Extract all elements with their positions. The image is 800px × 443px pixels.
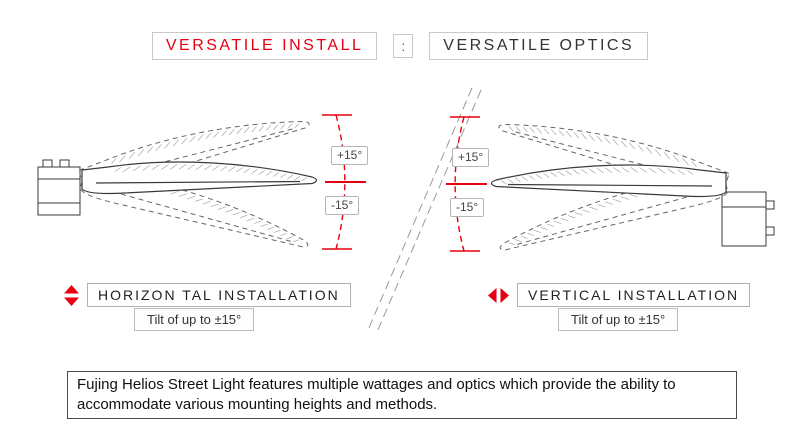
vertical-installation-label: VERTICAL INSTALLATION (517, 283, 751, 307)
vertical-tilt-note: Tilt of up to ±15° (558, 308, 679, 331)
installation-diagrams (37, 87, 775, 333)
description-line-2: accommodate various mounting heights and… (77, 396, 438, 413)
horizontal-caption-row: HORIZON TAL INSTALLATION (64, 283, 351, 307)
tilt-arc-left (322, 114, 366, 250)
left-right-arrows-icon (488, 287, 509, 303)
section-divider (367, 87, 482, 333)
horizontal-tilt-note: Tilt of up to ±15° (134, 308, 255, 331)
up-down-arrows-icon (64, 284, 79, 306)
header: VERSATILE INSTALL : VERSATILE OPTICS (0, 32, 800, 60)
description-line-1: Fujing Helios Street Light features mult… (77, 376, 676, 393)
tilt-arc-right (446, 116, 487, 252)
versatile-optics-label: VERSATILE OPTICS (429, 32, 649, 60)
horizontal-installation-label: HORIZON TAL INSTALLATION (87, 283, 351, 307)
horizontal-installation-drawing (37, 105, 366, 259)
description-box: Fujing Helios Street Light features mult… (67, 371, 737, 419)
right-angle-up-label: +15° (452, 148, 490, 167)
right-angle-down-label: -15° (450, 198, 485, 217)
left-angle-up-label: +15° (331, 146, 369, 165)
left-angle-down-label: -15° (325, 196, 360, 215)
versatile-install-label: VERSATILE INSTALL (151, 32, 378, 60)
vertical-installation-drawing (446, 108, 775, 262)
header-separator: : (393, 34, 414, 58)
vertical-caption-row: VERTICAL INSTALLATION (488, 283, 751, 307)
